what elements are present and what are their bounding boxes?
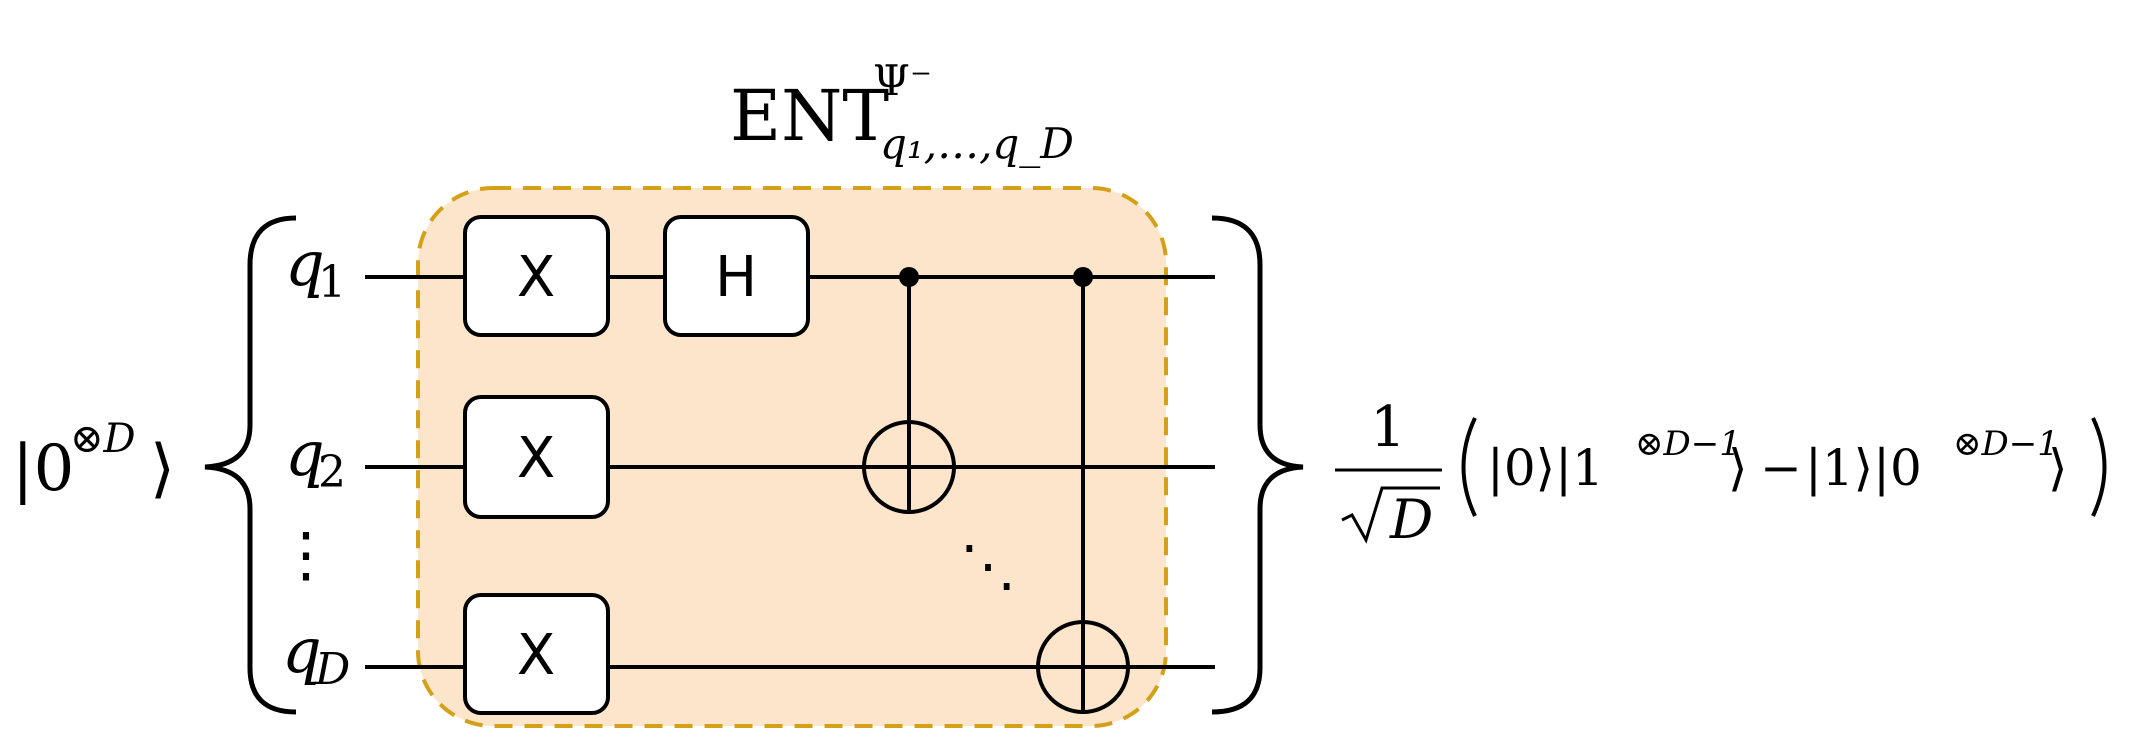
x-gate-q2: X [463,395,610,519]
x-gate-q1: X [463,215,610,337]
svg-text:|1⟩|0: |1⟩|0 [1805,439,1922,497]
svg-text:q: q [285,227,325,300]
x-gate-label: X [517,245,555,310]
qubit-label-q2: q 2 [285,417,346,498]
circuit-title: ENT Ψ⁻ q₁,…,q_D [730,56,1074,168]
sqrt-argument: D [1389,488,1433,551]
svg-text:⟩: ⟩ [150,432,175,506]
svg-text:q: q [282,614,322,687]
svg-text:|0: |0 [12,432,74,506]
svg-text:|0⟩|1: |0⟩|1 [1487,439,1604,497]
svg-text:1: 1 [318,257,346,308]
svg-text:⊗D: ⊗D [70,416,136,462]
fraction-numerator: 1 [1370,395,1406,460]
input-state: |0 ⊗D ⟩ [12,416,175,506]
svg-text:q: q [285,417,325,490]
diagonal-dots: ⋱ [960,534,1016,599]
h-gate-q1: H [663,215,810,337]
svg-text:⟩: ⟩ [2048,439,2068,497]
svg-text:⊗D−1: ⊗D−1 [1635,424,1741,464]
h-gate-label: H [715,245,757,310]
svg-text:⟩: ⟩ [1728,439,1748,497]
svg-text:2: 2 [318,447,346,498]
title-subscript: q₁,…,q_D [880,119,1074,168]
control-dot [899,267,919,287]
vertical-dots: ⋮ [276,520,336,590]
cnot-q1-qD [1036,267,1130,714]
control-dot [1073,267,1093,287]
svg-text:−: − [1760,439,1802,497]
x-gate-qD: X [463,593,610,715]
svg-text:⊗D−1: ⊗D−1 [1953,424,2059,464]
open-paren [1461,417,1477,517]
svg-text:D: D [314,644,350,695]
right-brace [1211,215,1304,715]
qubit-label-qD: q D [282,614,350,695]
cnot-q1-q2 [862,267,956,514]
title-superscript: Ψ⁻ [873,56,932,105]
x-gate-label: X [517,623,555,688]
output-state: 1 D |0⟩|1 ⊗D−1 ⟩ − |1⟩|0 ⊗D−1 ⟩ [1335,395,2107,551]
left-brace [204,215,297,715]
qubit-label-q1: q 1 [285,227,346,308]
x-gate-label: X [517,426,555,491]
sqrt-symbol [1341,486,1440,544]
close-paren [2091,417,2107,517]
title-main: ENT [730,75,889,157]
